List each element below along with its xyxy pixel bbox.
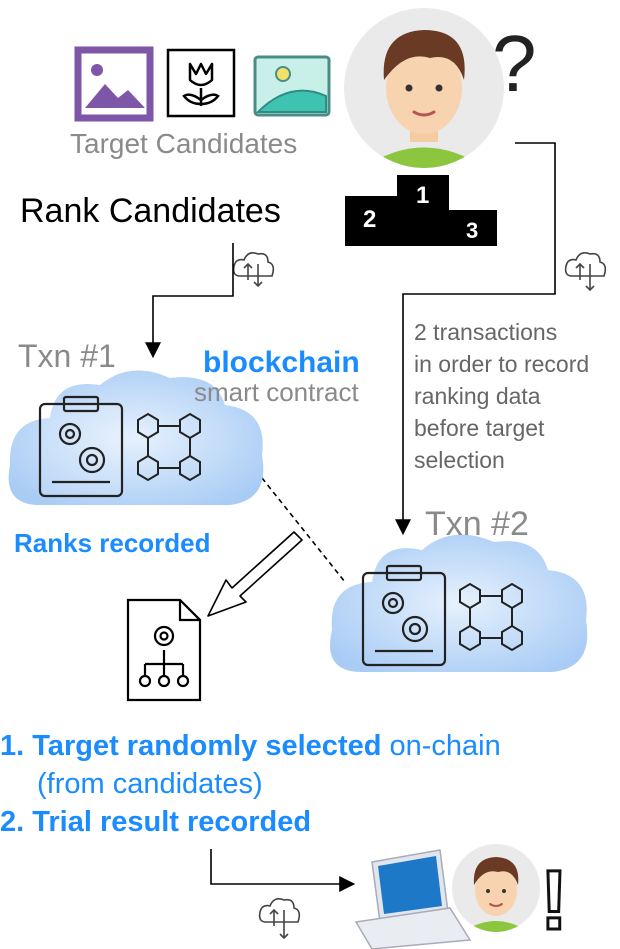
txn1-label: Txn #1 — [18, 338, 116, 374]
txn2-label: Txn #2 — [425, 505, 529, 543]
cloud-upload-icon — [232, 252, 275, 288]
cloud-upload-icon-2 — [564, 252, 607, 292]
note-text: 2 transactions in order to record rankin… — [414, 316, 589, 476]
image-icon-purple — [74, 46, 154, 122]
hollow-arrow — [207, 531, 303, 617]
podium-rank-1: 1 — [416, 182, 430, 209]
block-chain-icon — [137, 412, 201, 482]
note-line: selection — [414, 447, 505, 473]
algorithm-document-icon — [126, 598, 202, 702]
exclamation-mark: ! — [539, 852, 570, 949]
user-avatar — [344, 8, 504, 168]
result-2-number: 2. — [0, 806, 25, 838]
landscape-icon — [253, 55, 331, 117]
result-1-rest: on-chain — [381, 730, 501, 762]
target-candidates-label: Target Candidates — [70, 128, 298, 159]
rank-candidates-label: Rank Candidates — [20, 192, 281, 230]
podium-icon — [345, 175, 497, 246]
result-line-1: 1. Target randomly selected on-chain — [0, 730, 501, 763]
note-line: in order to record — [414, 351, 590, 377]
note-line: before target — [414, 415, 545, 441]
cloud-txn2 — [330, 534, 588, 672]
block-chain-icon-2 — [459, 582, 523, 652]
result-line-2: 2. Trial result recorded — [0, 806, 311, 839]
result-1-number: 1. — [0, 730, 25, 762]
question-mark: ? — [492, 19, 537, 108]
smart-contract-subtitle: smart contract — [194, 377, 359, 407]
ranks-recorded-caption: Ranks recorded — [14, 528, 211, 558]
result-2-bold: Trial result recorded — [32, 806, 312, 838]
blockchain-title: blockchain — [203, 346, 360, 379]
arrow-to-laptop — [210, 849, 356, 892]
arrow-rank-to-txn1 — [145, 243, 234, 359]
arrow-user-to-txn2 — [395, 142, 556, 536]
laptop-icon — [354, 849, 472, 949]
result-line-1-sub: (from candidates) — [37, 768, 263, 800]
contract-icon — [38, 395, 124, 498]
podium-rank-2: 2 — [363, 206, 377, 233]
cloud-upload-icon-3 — [258, 898, 301, 940]
result-1-bold: Target randomly selected — [32, 730, 382, 762]
podium-rank-3: 3 — [466, 218, 479, 243]
contract-icon-2 — [361, 564, 447, 667]
dashed-link — [261, 477, 346, 583]
user-avatar-small — [452, 844, 540, 932]
note-line: ranking data — [414, 383, 541, 409]
tulip-icon — [166, 48, 236, 118]
note-line: 2 transactions — [414, 319, 558, 345]
